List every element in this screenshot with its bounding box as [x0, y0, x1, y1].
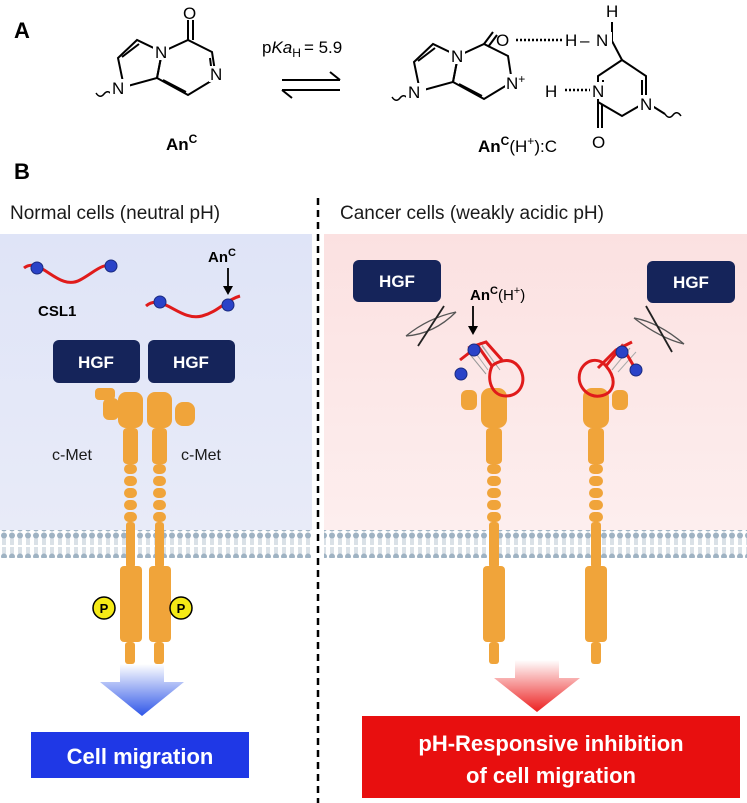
- inhibition-label-line1: pH-Responsive inhibition: [418, 731, 683, 756]
- left-header: Normal cells (neutral pH): [10, 203, 220, 224]
- inhibition-label-line2: of cell migration: [466, 763, 636, 788]
- cell-migration-label: Cell migration: [67, 744, 214, 769]
- pair-n1: N: [408, 83, 420, 102]
- panel-a-letter: A: [14, 18, 30, 43]
- anc-n4: N: [155, 43, 167, 62]
- anc-n4-mask: [153, 44, 169, 60]
- phospho-tag-2: P: [169, 596, 193, 620]
- anc-h-pointer-arrow: [468, 306, 478, 335]
- pair-amino-h: H: [606, 2, 618, 21]
- pair-c-o: O: [592, 133, 605, 152]
- panel-b: B Normal cells (neutral pH) Cancer cells…: [0, 159, 747, 803]
- anc-n3-mask: [209, 66, 225, 82]
- blocked-binding-mark-1: [405, 305, 457, 347]
- hydrogen-bonds: [516, 38, 597, 92]
- anc-label: AnC: [166, 132, 198, 154]
- aptamer-hairpin-right-1: [454, 340, 525, 398]
- anc-pointer-arrow: [223, 268, 233, 295]
- anc-h-pointer-label: AnC(H+): [470, 285, 525, 304]
- cmet-receptor-left-2: [147, 392, 195, 664]
- cmet-receptor-left-1: [95, 388, 143, 664]
- pair-c-n3-mask: [590, 82, 606, 99]
- pka-label: pKaH= 5.9: [262, 38, 342, 60]
- pair-n4: N: [451, 47, 463, 66]
- cmet-label-right: c-Met: [181, 447, 222, 464]
- cmet-label-left: c-Met: [52, 447, 93, 464]
- pair-n4-mask: [449, 48, 465, 64]
- anc-pointer-label: AnC: [208, 247, 236, 266]
- cell-migration-box: Cell migration: [31, 732, 249, 778]
- anc-o: O: [183, 4, 196, 23]
- cmet-receptor-right-2: [583, 388, 628, 664]
- hgf-label-left-2: HGF: [173, 353, 209, 372]
- inhibition-arrow: [494, 660, 580, 712]
- pair-nplus: N+: [506, 72, 525, 93]
- membrane-right: [324, 530, 747, 558]
- anc-n1-mask: [110, 79, 130, 97]
- blocked-binding-mark-2: [633, 305, 685, 353]
- cmet-receptor-right-1: [461, 388, 507, 664]
- anc-n1: N: [112, 79, 124, 98]
- inhibition-box: pH-Responsive inhibition of cell migrati…: [362, 716, 740, 798]
- pair-c-n1: N: [640, 95, 652, 114]
- pair-o: O: [496, 31, 509, 50]
- hgf-box-right-2: HGF: [647, 261, 735, 303]
- panel-a: A N N N O AnC pKaH= 5.9: [14, 2, 682, 156]
- csl1-label: CSL1: [38, 303, 76, 320]
- pair-label: AnC(H+):C: [478, 134, 557, 156]
- phospho-label-1: P: [100, 601, 109, 616]
- hgf-box-right-1: HGF: [353, 260, 441, 302]
- pair-amino-n-mask: [594, 32, 612, 50]
- migration-arrow: [100, 664, 184, 716]
- equilibrium-arrows: [281, 71, 341, 99]
- pair-c-n1-mask: [638, 95, 654, 112]
- csl1-aptamer-free: [23, 259, 118, 284]
- pair-h-o: H: [565, 31, 577, 50]
- pair-n1-mask: [406, 83, 426, 100]
- pair-dash: –: [580, 31, 590, 50]
- pair-amino-n: N: [596, 31, 608, 50]
- hgf-label-left-1: HGF: [78, 353, 114, 372]
- right-header: Cancer cells (weakly acidic pH): [340, 203, 604, 224]
- hgf-box-left-1: HGF: [53, 340, 140, 383]
- panel-b-letter: B: [14, 159, 30, 184]
- pair-h-nplus: H: [545, 82, 557, 101]
- phospho-label-2: P: [177, 601, 186, 616]
- anc-n3: N: [210, 65, 222, 84]
- hgf-label-right-2: HGF: [673, 273, 709, 292]
- aptamer-hairpin-right-2: [577, 340, 643, 398]
- pair-nplus-mask: [505, 74, 545, 92]
- hgf-label-right-1: HGF: [379, 272, 415, 291]
- phospho-tag-1: P: [92, 596, 116, 620]
- hgf-box-left-2: HGF: [148, 340, 235, 383]
- csl1-aptamer-second: [145, 294, 241, 319]
- pair-c-n3: N: [592, 82, 604, 101]
